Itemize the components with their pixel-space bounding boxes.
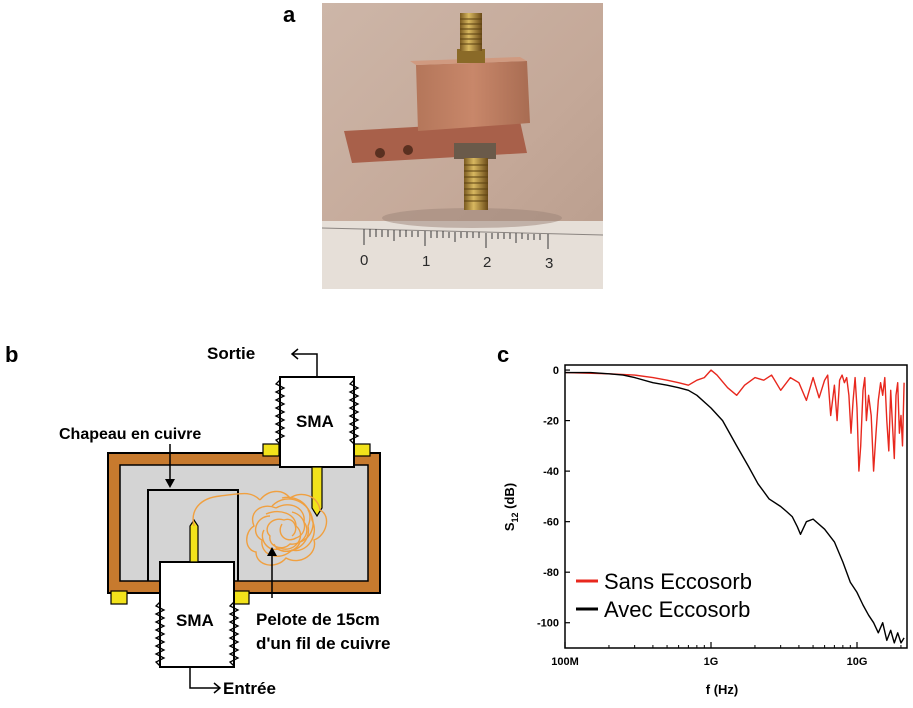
ruler-label-0: 0: [360, 252, 368, 269]
panel-a-label: a: [283, 2, 296, 27]
pin-bottom: [189, 518, 199, 563]
pad-bottom-left: [110, 590, 128, 605]
copper-wire-ball: [192, 490, 328, 566]
ruler-label-3: 3: [545, 255, 553, 272]
pad-top-left: [262, 443, 280, 457]
copper-block: [416, 61, 530, 131]
y-axis-label-sub: 12: [510, 512, 520, 522]
entree-label: Entrée: [223, 679, 276, 698]
legend: Sans Eccosorb Avec Eccosorb: [576, 569, 752, 622]
panel-c-label: c: [497, 342, 510, 367]
sortie-arrow: [290, 348, 318, 377]
plot-frame: [564, 364, 908, 649]
series-line-avec-eccosorb: [565, 371, 905, 644]
top-sma-connector: [457, 13, 485, 63]
pad-bottom-right: [232, 590, 250, 605]
pelote-arrow: [267, 547, 277, 598]
sma-bottom-group: SMA: [154, 518, 240, 668]
y-axis-label: S12 (dB): [502, 483, 520, 531]
ruler: 0 1 2 3: [322, 221, 603, 289]
pelote-label-line2: d'un fil de cuivre: [256, 634, 390, 653]
entree-arrow: [189, 667, 222, 694]
y-tick-label: -80: [543, 567, 559, 579]
y-axis-label-main: S: [502, 522, 517, 531]
schematic-diagram: SMA SMA Sortie Entrée Chapeau en cuivre: [59, 344, 390, 698]
y-axis-label-unit: (dB): [502, 483, 517, 513]
x-tick-label: 10G: [847, 656, 868, 668]
pin-top: [311, 466, 323, 518]
s12-chart: 0 -20 -40 -60 -80 -100 100M 1G 10G f (Hz) S12 (…: [502, 364, 908, 697]
panel-b-label: b: [5, 342, 19, 367]
bottom-sma-connector: [454, 143, 496, 210]
y-tick-label: -100: [537, 618, 559, 630]
y-tick-label: -20: [543, 416, 559, 428]
x-tick-label: 1G: [704, 656, 719, 668]
chapeau-arrow: [165, 444, 175, 488]
y-tick-label: -60: [543, 517, 559, 529]
sma-top-label: SMA: [296, 412, 334, 431]
pad-top-right: [353, 443, 371, 457]
y-tick-label: 0: [553, 365, 559, 377]
legend-label-sans: Sans Eccosorb: [604, 569, 752, 594]
x-tick-label: 100M: [551, 656, 579, 668]
ruler-label-1: 1: [422, 253, 430, 270]
box-interior: [119, 464, 369, 582]
ruler-label-2: 2: [483, 254, 491, 271]
sma-bottom-label: SMA: [176, 611, 214, 630]
x-axis-label: f (Hz): [706, 682, 739, 697]
series-line-sans-eccosorb: [564, 369, 905, 472]
sma-top-group: SMA: [274, 376, 360, 518]
y-tick-label: -40: [543, 466, 559, 478]
device-photo: 0 1 2 3: [322, 3, 603, 289]
pelote-label-line1: Pelote de 15cm: [256, 610, 380, 629]
chapeau-label: Chapeau en cuivre: [59, 426, 201, 443]
legend-label-avec: Avec Eccosorb: [604, 597, 750, 622]
sortie-label: Sortie: [207, 344, 255, 363]
copper-cap: [147, 489, 239, 581]
